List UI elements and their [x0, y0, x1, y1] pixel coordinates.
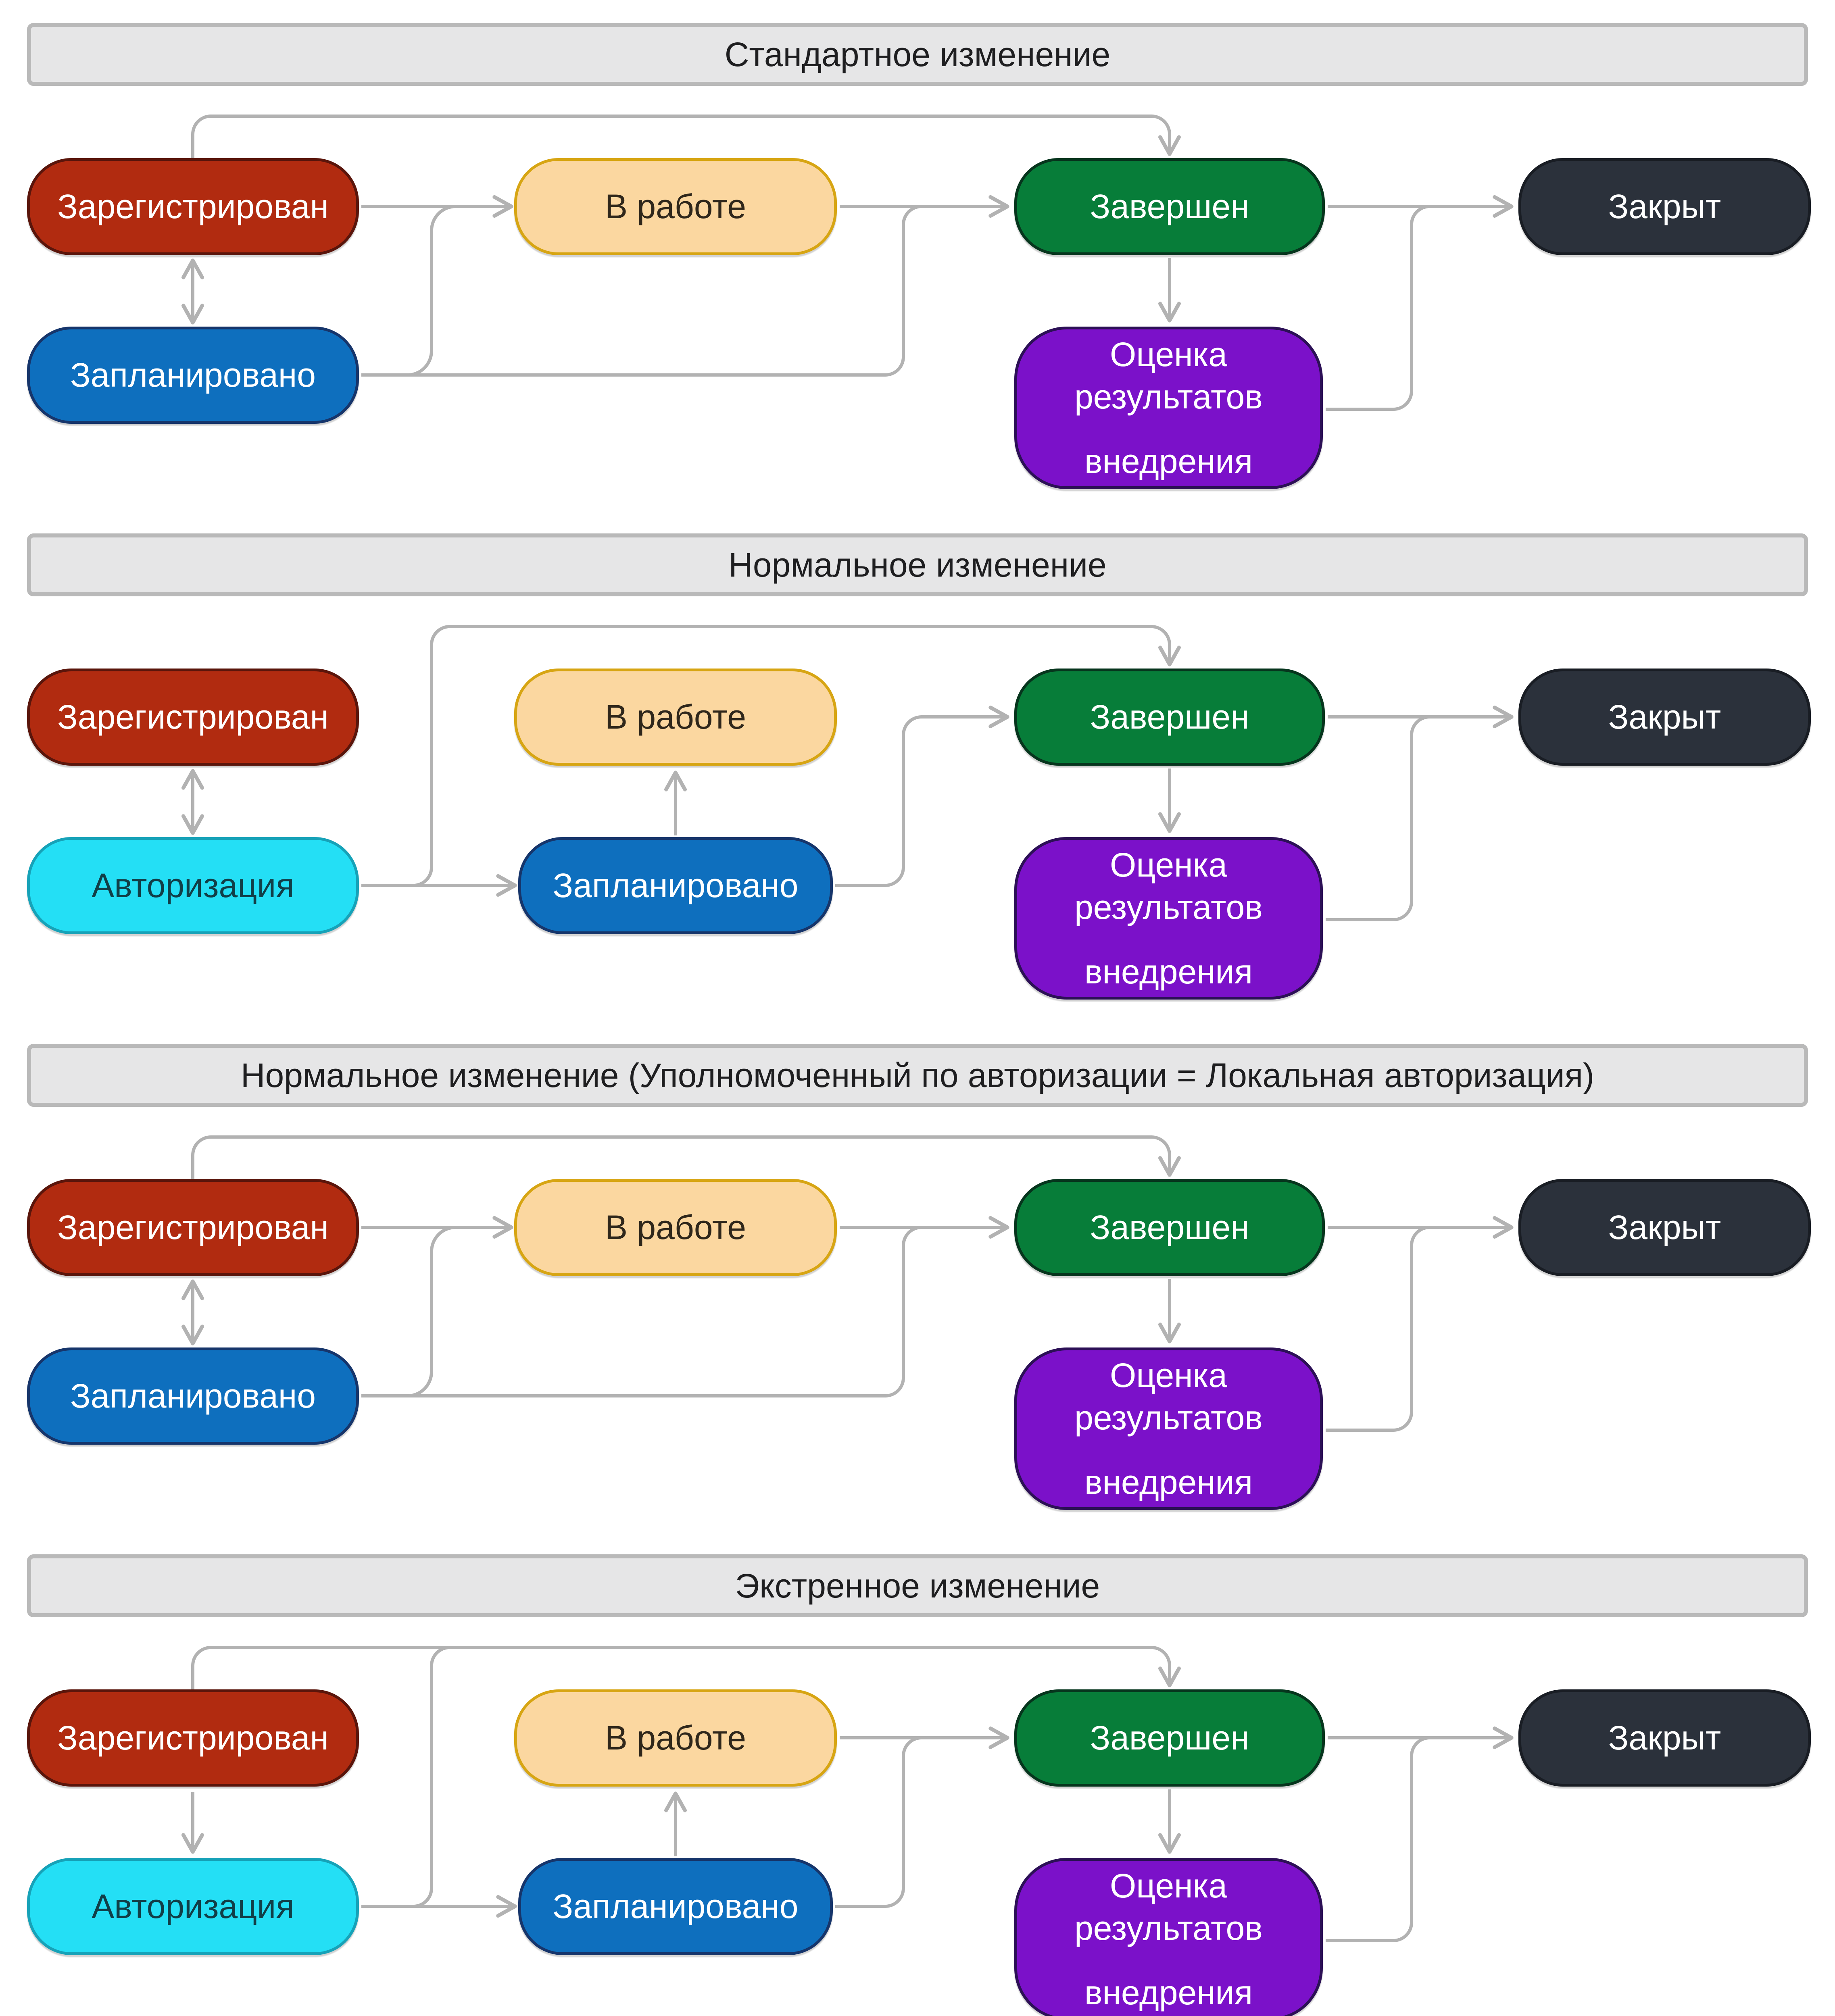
edge-planned-to-inprogress	[361, 205, 511, 377]
state-registered: Зарегистрирован	[27, 1689, 359, 1787]
state-authorization: Авторизация	[27, 1858, 359, 1955]
edge-authorization-to-completed-bypass	[361, 625, 1181, 887]
state-closed: Закрыт	[1518, 1179, 1811, 1276]
edge-evaluation-to-closed	[1326, 1736, 1512, 1942]
section-standard-change: Стандартное изменение Зарегистрирован За…	[0, 0, 1835, 510]
state-registered: Зарегистрирован	[27, 158, 359, 255]
state-planned: Запланировано	[518, 1858, 833, 1955]
edge-planned-to-completed	[361, 205, 1007, 377]
section-normal-change: Нормальное изменение Зарегистрирован Авт…	[0, 510, 1835, 1021]
section-header: Экстренное изменение	[27, 1554, 1808, 1617]
state-evaluation: Оценка результатов внедрения	[1014, 1347, 1323, 1510]
state-authorization: Авторизация	[27, 837, 359, 934]
state-completed: Завершен	[1014, 1689, 1325, 1787]
edges-layer-emergency	[181, 1646, 1514, 1942]
edge-evaluation-to-closed	[1326, 1226, 1512, 1432]
section-header: Нормальное изменение (Уполномоченный по …	[27, 1044, 1808, 1107]
state-in-progress: В работе	[514, 1689, 837, 1787]
edge-planned-to-completed	[835, 706, 1009, 887]
state-registered: Зарегистрирован	[27, 1179, 359, 1276]
state-planned: Запланировано	[27, 327, 359, 424]
edge-authorization-to-completed-riser	[361, 1646, 645, 1908]
section-title: Стандартное изменение	[724, 35, 1111, 73]
state-completed: Завершен	[1014, 669, 1325, 766]
state-evaluation: Оценка результатов внедрения	[1014, 327, 1323, 489]
edge-registered-to-completed-bypass	[191, 1646, 1181, 1689]
section-title: Экстренное изменение	[735, 1566, 1100, 1605]
section-title: Нормальное изменение	[728, 546, 1107, 584]
edges-layer-standard	[181, 115, 1514, 411]
state-in-progress: В работе	[514, 669, 837, 766]
state-closed: Закрыт	[1518, 669, 1811, 766]
state-closed: Закрыт	[1518, 158, 1811, 255]
edges-layer-normal	[181, 625, 1514, 921]
state-evaluation: Оценка результатов внедрения	[1014, 837, 1323, 1000]
section-normal-change-local-authorization: Нормальное изменение (Уполномоченный по …	[0, 1021, 1835, 1531]
state-completed: Завершен	[1014, 158, 1325, 255]
state-planned: Запланировано	[27, 1347, 359, 1445]
edge-evaluation-to-closed	[1326, 715, 1512, 921]
edge-planned-to-completed	[361, 1226, 1007, 1397]
state-evaluation: Оценка результатов внедрения	[1014, 1858, 1323, 2016]
edges-layer-normal-local	[181, 1135, 1514, 1432]
state-in-progress: В работе	[514, 158, 837, 255]
state-completed: Завершен	[1014, 1179, 1325, 1276]
state-planned: Запланировано	[518, 837, 833, 934]
state-in-progress: В работе	[514, 1179, 837, 1276]
edge-registered-to-completed-bypass	[191, 1135, 1181, 1179]
state-registered: Зарегистрирован	[27, 669, 359, 766]
section-header: Стандартное изменение	[27, 23, 1808, 86]
state-closed: Закрыт	[1518, 1689, 1811, 1787]
edge-planned-to-inprogress	[361, 1226, 511, 1397]
section-header: Нормальное изменение	[27, 533, 1808, 596]
edge-registered-to-completed-bypass	[191, 115, 1181, 158]
edge-planned-to-completed	[835, 1736, 1007, 1908]
edge-evaluation-to-closed	[1326, 205, 1512, 411]
section-title: Нормальное изменение (Уполномоченный по …	[240, 1056, 1595, 1094]
section-emergency-change: Экстренное изменение Зарегистрирован Авт…	[0, 1531, 1835, 2016]
